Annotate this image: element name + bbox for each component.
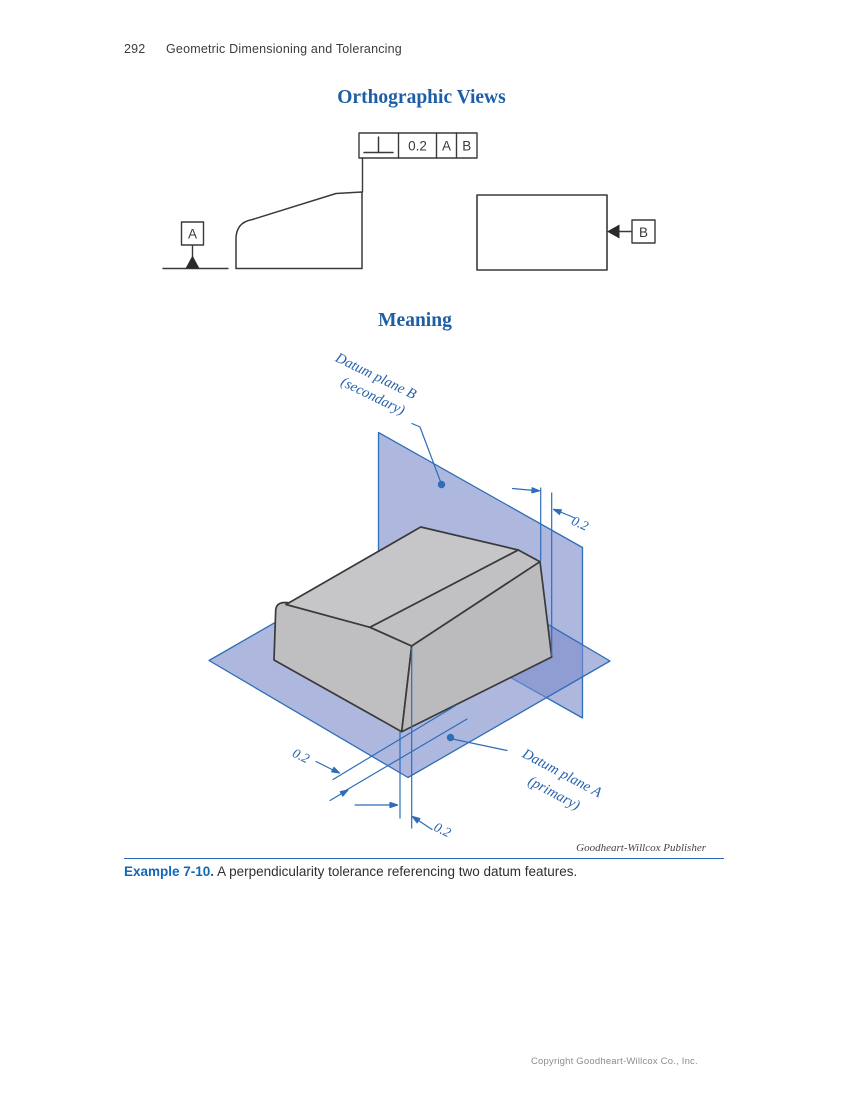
tolerance-value-bottom: 0.2 [432,819,454,840]
meaning-heading: Meaning [378,310,452,331]
arrowhead-icon [552,508,562,516]
plane-a-leader-dot-icon [446,733,455,742]
arrowhead-icon [339,789,349,797]
arrowhead-icon [411,815,421,824]
side-view-outline [476,194,608,271]
figure-caption: Example 7-10. A perpendicularity toleran… [124,864,734,879]
caption-label: Example 7-10. [124,864,215,879]
datum-a-symbol: A [162,221,229,270]
part-solid [273,526,553,733]
fcf-datum-secondary: B [462,139,471,154]
front-view-outline [235,191,363,270]
tolerance-zone-lines [332,487,553,829]
feature-control-frame: 0.2 A B [358,132,478,193]
dimension-arrows [315,487,576,831]
part-toleranced-face [400,560,553,733]
fcf-tolerance-value: 0.2 [408,139,427,154]
tolerance-value-top: 0.2 [569,513,591,534]
tolerance-line-slant-lower [343,718,468,793]
caption-text: A perpendicularity tolerance referencing… [217,864,578,879]
datum-a-letter: A [188,227,197,242]
arrowhead-icon [331,766,341,774]
plane-b-leader [411,422,442,484]
datum-b-triangle-icon [607,224,620,239]
datum-b-letter: B [639,225,648,240]
arrowhead-icon [389,801,399,809]
caption-rule [124,858,724,859]
tolerance-line-slant-upper [332,705,456,781]
datum-a-triangle-icon [185,255,200,269]
plane-a-leader [451,738,508,752]
orthographic-views-heading: Orthographic Views [337,87,506,108]
orthographic-views-figure: 0.2 A B A B [162,132,656,271]
fcf-datum-primary: A [442,139,451,154]
page-number: 292 [124,42,146,56]
copyright-footer: Copyright Goodheart-Willcox Co., Inc. [531,1056,698,1067]
meaning-figure: Datum plane B (secondary) Datum plane A … [208,350,611,840]
arrowhead-icon [531,487,541,494]
leader-lines [411,422,508,752]
datum-b-symbol: B [607,219,656,244]
running-title: Geometric Dimensioning and Tolerancing [166,42,402,56]
plane-b-leader-dot-icon [437,480,446,489]
running-header: 292 Geometric Dimensioning and Tolerancin… [124,42,402,56]
tolerance-value-left: 0.2 [290,745,312,766]
publisher-credit: Goodheart-Willcox Publisher [576,842,706,854]
perpendicularity-icon [363,136,394,154]
